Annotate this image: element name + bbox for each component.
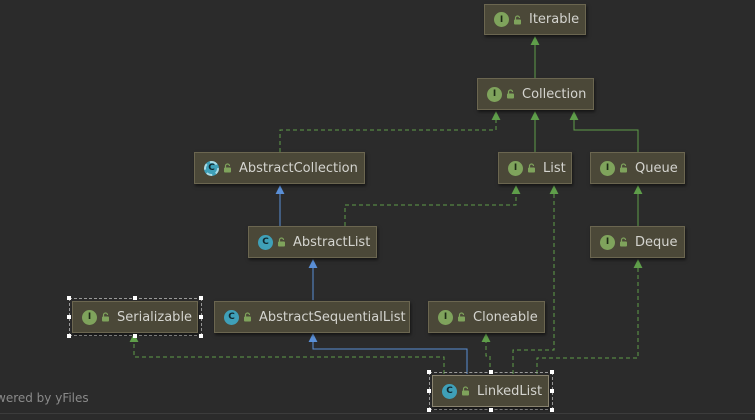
resize-handle[interactable] xyxy=(489,370,493,374)
node-label: Queue xyxy=(635,160,678,176)
interface-icon: I xyxy=(82,309,97,325)
resize-handle[interactable] xyxy=(550,370,554,374)
unlock-icon xyxy=(507,89,514,99)
node-label: List xyxy=(543,160,566,176)
edge-linkedlist-list xyxy=(512,185,559,374)
resize-handle[interactable] xyxy=(67,296,71,300)
interface-icon: I xyxy=(487,86,502,102)
class-icon: C xyxy=(442,383,457,399)
edge-queue-collection xyxy=(569,111,639,152)
unlock-icon xyxy=(514,14,521,24)
resize-handle[interactable] xyxy=(199,315,203,319)
resize-handle[interactable] xyxy=(427,408,431,412)
divider xyxy=(0,413,755,414)
node-abstract-collection[interactable]: C AbstractCollection xyxy=(194,152,365,184)
resize-handle[interactable] xyxy=(550,408,554,412)
resize-handle[interactable] xyxy=(67,315,71,319)
node-linked-list[interactable]: C LinkedList xyxy=(432,375,549,407)
node-label: Deque xyxy=(635,234,678,250)
edge-abstractcollection-collection xyxy=(279,111,501,152)
unlock-icon xyxy=(462,386,469,396)
node-label: Collection xyxy=(522,86,587,102)
resize-handle[interactable] xyxy=(133,296,137,300)
node-label: AbstractCollection xyxy=(239,160,358,176)
unlock-icon xyxy=(528,163,535,173)
resize-handle[interactable] xyxy=(427,389,431,393)
interface-icon: I xyxy=(494,12,509,27)
edge-linkedlist-serializable xyxy=(129,333,445,374)
node-label: AbstractSequentialList xyxy=(259,309,406,325)
resize-handle[interactable] xyxy=(133,334,137,338)
node-queue[interactable]: I Queue xyxy=(590,152,685,184)
node-deque[interactable]: I Deque xyxy=(590,226,685,258)
watermark-text: wered by yFiles xyxy=(0,391,89,405)
node-abstract-sequential-list[interactable]: C AbstractSequentialList xyxy=(214,301,410,333)
node-collection[interactable]: I Collection xyxy=(477,78,594,110)
interface-icon: I xyxy=(600,234,615,250)
class-icon: C xyxy=(224,309,239,325)
unlock-icon xyxy=(458,312,465,322)
class-icon: C xyxy=(258,234,273,250)
abstract-class-icon: C xyxy=(204,160,219,176)
interface-icon: I xyxy=(438,309,453,325)
resize-handle[interactable] xyxy=(550,389,554,393)
unlock-icon xyxy=(244,312,251,322)
node-cloneable[interactable]: I Cloneable xyxy=(428,301,545,333)
unlock-icon xyxy=(102,312,109,322)
resize-handle[interactable] xyxy=(67,334,71,338)
resize-handle[interactable] xyxy=(199,334,203,338)
edge-linkedlist-deque xyxy=(536,259,643,374)
node-label: LinkedList xyxy=(477,383,543,399)
interface-icon: I xyxy=(600,160,615,176)
node-abstract-list[interactable]: C AbstractList xyxy=(248,226,377,258)
unlock-icon xyxy=(620,237,627,247)
node-list[interactable]: I List xyxy=(498,152,572,184)
interface-icon: I xyxy=(508,160,523,176)
node-label: Serializable xyxy=(117,309,193,325)
unlock-icon xyxy=(224,163,231,173)
node-iterable[interactable]: I Iterable xyxy=(484,4,586,35)
node-serializable[interactable]: I Serializable xyxy=(72,301,198,333)
resize-handle[interactable] xyxy=(199,296,203,300)
edge-abstractlist-list xyxy=(344,185,521,226)
resize-handle[interactable] xyxy=(489,408,493,412)
edge-linkedlist-abstractsequentiallist xyxy=(308,333,468,374)
edge-linkedlist-cloneable xyxy=(481,333,491,374)
unlock-icon xyxy=(278,237,285,247)
node-label: AbstractList xyxy=(293,234,371,250)
node-label: Cloneable xyxy=(473,309,538,325)
node-label: Iterable xyxy=(529,12,580,27)
unlock-icon xyxy=(620,163,627,173)
resize-handle[interactable] xyxy=(427,370,431,374)
